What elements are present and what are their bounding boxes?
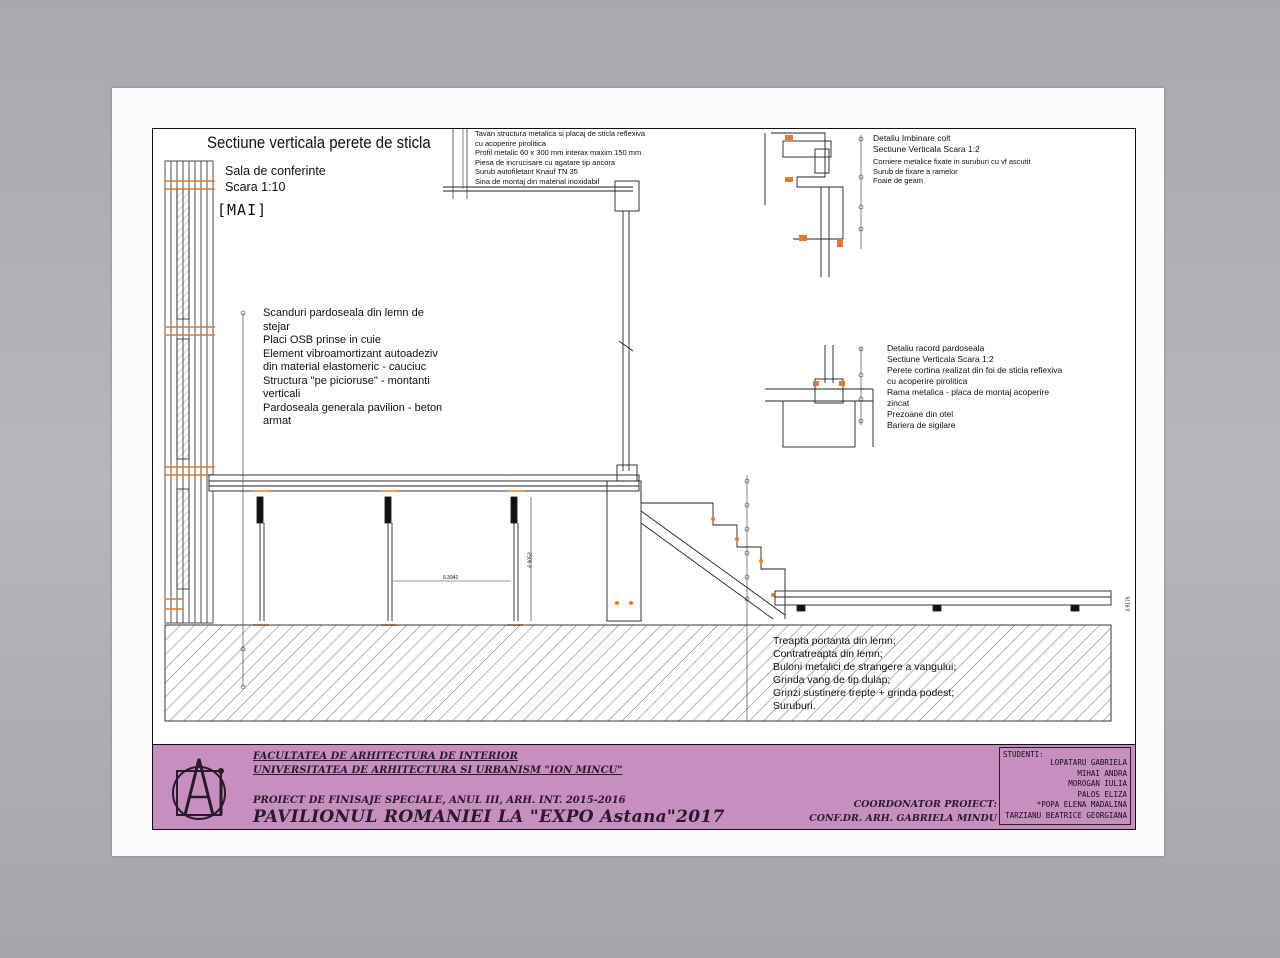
stair-note: Suruburi. <box>773 700 816 712</box>
floor-pedestals <box>256 496 519 621</box>
ceiling-note: Sina de montaj din material inoxidabil <box>475 176 600 186</box>
faculty-name: FACULTATEA DE ARHITECTURA DE INTERIOR <box>253 751 518 762</box>
student-name: LOPATARU GABRIELA <box>1050 758 1127 767</box>
student-name: TARZIANU BEATRICE GEORGIANA <box>1005 810 1127 820</box>
corner-detail-title: Detaliu Imbinare colt <box>873 133 951 143</box>
students-label: STUDENTI: <box>1003 750 1044 759</box>
title-block: FACULTATEA DE ARHITECTURA DE INTERIOR UN… <box>153 744 1135 829</box>
stair <box>606 480 786 622</box>
floor-detail-note: Prezoane din otel <box>887 409 954 419</box>
dimension-lines <box>393 497 532 621</box>
span-dimension: 6.3941 <box>443 575 459 581</box>
stair-note: Treapta portanta din lemn; <box>773 635 896 647</box>
corner-detail-scale: Sectiune Verticala Scara 1:2 <box>873 144 980 154</box>
floor-detail-note: Bariera de sigilare <box>887 420 956 430</box>
project-name: PROIECT DE FINISAJE SPECIALE, ANUL III, … <box>253 795 626 806</box>
floor-detail-note: zincat <box>887 398 910 408</box>
floor-junction-detail <box>765 345 874 448</box>
left-wall <box>164 160 214 624</box>
ceiling-notes: Tavan structura metalica si placaj de st… <box>475 129 645 186</box>
floor-note: Structura "pe picioruse" - montanti <box>263 374 430 387</box>
floor-detail-note: Detaliu racord pardoseala <box>887 343 985 353</box>
university-name: UNIVERSITATEA DE ARHITECTURA SI URBANISM… <box>253 765 623 776</box>
lower-floor <box>774 590 1112 606</box>
floor-note: Pardoseala generala pavilion - beton <box>263 401 443 414</box>
drawing-sheet: Sectiune verticala perete de sticla Sala… <box>152 128 1136 830</box>
height-dimension: 6.9053 <box>527 552 534 568</box>
corner-note: Foaie de geam <box>873 176 924 185</box>
stair-note: Buloni metalici de strangere a vangului; <box>773 661 957 673</box>
corner-gaskets <box>785 135 843 247</box>
glass-wall <box>443 180 640 482</box>
floor-detail-notes: Detaliu racord pardoseala Sectiune Verti… <box>887 343 1062 431</box>
corner-note: Corniere metalice fixate in suruburi cu … <box>873 157 1031 166</box>
ceiling-hangers <box>452 129 468 199</box>
corner-detail-notes: Detaliu Imbinare colt Sectiune Verticala… <box>873 133 1031 186</box>
student-name: MIHAI ANDRA <box>1077 768 1127 778</box>
floor-note: Placi OSB prinse in cuie <box>263 334 381 346</box>
school-logo-icon <box>172 758 226 820</box>
leader-lines <box>240 129 864 721</box>
wall-fixings <box>165 180 215 610</box>
pavilion-title: PAVILIONUL ROMANIEI LA "EXPO Astana"2017 <box>253 807 725 827</box>
raised-floor <box>208 474 640 492</box>
corner-detail <box>764 132 844 277</box>
ceiling-note: Piesa de incrucisare cu agatare tip anco… <box>475 157 616 167</box>
floor-note: armat <box>263 415 292 427</box>
ground-hatch <box>164 624 1112 722</box>
stair-note: Grinda vang de tip dulap; <box>773 674 891 686</box>
corner-note: Surub de fixare a ramelor <box>873 166 958 176</box>
student-name: PALOS ELIZA <box>1077 789 1127 799</box>
lower-pedestals <box>796 604 1080 612</box>
ceiling-note: Tavan structura metalica si placaj de st… <box>475 129 646 138</box>
stair-notes: Treapta portanta din lemn; Contratreapta… <box>773 635 956 713</box>
stamp-label: [MAI] <box>217 201 268 219</box>
floor-detail-note: cu acoperire pirolitica <box>887 376 968 386</box>
coordinator-label: COORDONATOR PROIECT: <box>853 799 997 810</box>
floor-note: verticali <box>263 388 301 400</box>
ceiling-note: Profil metalic 60 x 300 mm interax maxim… <box>475 148 642 157</box>
floor-detail-note: Perete cortina realizat din foi de sticl… <box>887 365 1063 375</box>
sheet-title: Sectiune verticala perete de sticla <box>207 133 431 152</box>
students-list: LOPATARU GABRIELA MIHAI ANDRA MOROGAN IU… <box>1005 758 1127 822</box>
floor-notes: Scanduri pardoseala din lemn de stejar P… <box>263 307 463 429</box>
floor-note: din material elastomeric - cauciuc <box>263 361 427 373</box>
section-drawing <box>164 129 1112 722</box>
step-dimension: 3.9176 <box>1125 596 1132 612</box>
student-name: *POPA ELENA MADALINA <box>1036 800 1127 810</box>
students-box: STUDENTI: LOPATARU GABRIELA MIHAI ANDRA … <box>999 747 1131 825</box>
junction-gaskets <box>813 381 845 386</box>
drawing-scale: Scara 1:10 <box>225 180 286 194</box>
stair-bolts <box>615 517 775 605</box>
ceiling-note: Surub autofiletant Knauf TN 35 <box>475 167 578 176</box>
floor-note: Scanduri pardoseala din lemn de <box>263 307 424 319</box>
floor-detail-note: Sectiune Verticala Scara 1:2 <box>887 354 994 364</box>
stair-note: Grinzi sustinere trepte + grinda podest; <box>773 687 955 699</box>
room-name: Sala de conferinte <box>225 164 326 178</box>
floor-note: stejar <box>263 320 290 333</box>
floor-note: Element vibroamortizant autoadeziv <box>263 347 438 360</box>
student-name: MOROGAN IULIA <box>1068 779 1127 789</box>
ceiling-note: cu acoperire pirolitica <box>475 138 546 148</box>
stair-note: Contratreapta din lemn; <box>773 648 883 660</box>
coordinator-name: CONF.DR. ARH. GABRIELA MINDU <box>809 813 997 824</box>
floor-detail-note: Rama metalica - placa de montaj acoperir… <box>887 387 1050 397</box>
